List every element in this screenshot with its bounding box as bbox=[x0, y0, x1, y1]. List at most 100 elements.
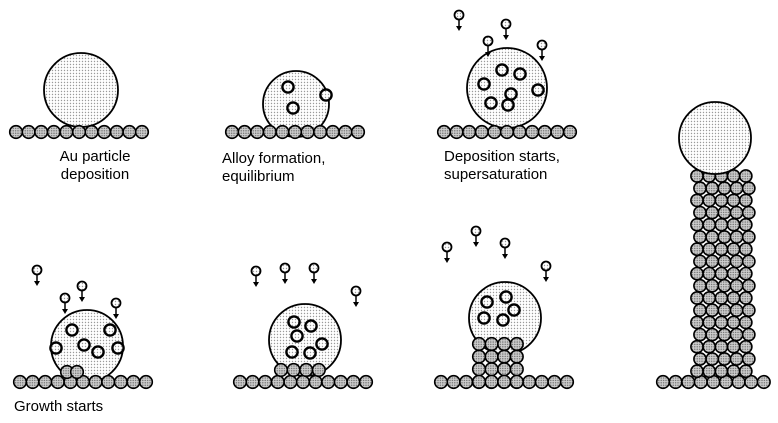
substrate-atom-icon bbox=[717, 303, 732, 318]
substrate-atom-icon bbox=[738, 315, 753, 330]
substrate-atom-icon bbox=[509, 349, 524, 364]
substrate-atom-icon bbox=[738, 364, 753, 379]
substrate-atom-icon bbox=[471, 336, 487, 352]
substrate-atom-icon bbox=[295, 374, 311, 390]
dissolved-atom-icon bbox=[507, 303, 521, 317]
substrate-atom-icon bbox=[283, 374, 298, 390]
substrate-atom-icon bbox=[729, 352, 744, 366]
substrate-atom-icon bbox=[71, 124, 87, 140]
substrate-atom-icon bbox=[693, 303, 707, 318]
substrate-atom-icon bbox=[459, 374, 474, 390]
precursor-molecule-icon bbox=[308, 262, 320, 284]
substrate-atom-icon bbox=[487, 124, 502, 140]
substrate-atom-icon bbox=[300, 124, 315, 140]
substrate-atom-icon bbox=[705, 230, 720, 244]
stage-1-caption-line-1: Au particle bbox=[59, 148, 131, 165]
substrate-atom-icon bbox=[726, 339, 741, 354]
substrate-atom-icon bbox=[738, 193, 753, 208]
substrate-atom-icon bbox=[714, 242, 729, 257]
dissolved-atom-icon bbox=[499, 290, 513, 304]
substrate-atom-icon bbox=[270, 374, 285, 390]
substrate-atom-icon bbox=[25, 374, 40, 390]
substrate-atom-icon bbox=[726, 193, 741, 208]
stage-2-caption-line-2: equilibrium bbox=[222, 168, 295, 185]
substrate-atom-icon bbox=[693, 278, 707, 293]
substrate-atom-icon bbox=[138, 374, 154, 390]
substrate-atom-icon bbox=[714, 315, 729, 330]
substrate-atom-icon bbox=[705, 205, 720, 220]
precursor-molecule-icon bbox=[536, 39, 548, 61]
substrate-atom-icon bbox=[741, 278, 756, 293]
substrate-atom-icon bbox=[338, 124, 353, 140]
substrate-atom-icon bbox=[512, 124, 527, 140]
substrate-atom-icon bbox=[8, 124, 24, 140]
substrate-atom-icon bbox=[717, 352, 732, 366]
substrate-atom-icon bbox=[705, 327, 720, 342]
substrate-atom-icon bbox=[702, 339, 717, 354]
substrate-atom-icon bbox=[741, 205, 756, 220]
dissolved-atom-icon bbox=[49, 341, 63, 355]
substrate-atom-icon bbox=[484, 349, 499, 364]
precursor-molecule-icon bbox=[59, 292, 71, 314]
substrate-atom-icon bbox=[702, 193, 717, 208]
dissolved-atom-icon bbox=[501, 98, 515, 112]
substrate-atom-icon bbox=[109, 124, 124, 140]
substrate-atom-icon bbox=[497, 349, 512, 364]
substrate-atom-icon bbox=[756, 374, 771, 390]
substrate-atom-icon bbox=[690, 364, 704, 379]
substrate-atom-icon bbox=[258, 374, 273, 390]
substrate-atom-icon bbox=[705, 181, 720, 196]
substrate-atom-icon bbox=[522, 374, 537, 390]
substrate-atom-icon bbox=[275, 124, 290, 140]
substrate-atom-icon bbox=[693, 181, 707, 196]
substrate-atom-icon bbox=[717, 205, 732, 220]
dissolved-atom-icon bbox=[480, 295, 494, 309]
substrate-atom-icon bbox=[273, 362, 289, 378]
substrate-atom-icon bbox=[126, 374, 141, 390]
substrate-atom-icon bbox=[729, 205, 744, 220]
substrate-atom-icon bbox=[738, 169, 753, 183]
dissolved-atom-icon bbox=[103, 323, 117, 337]
substrate-atom-icon bbox=[34, 124, 49, 140]
substrate-atom-icon bbox=[534, 374, 549, 390]
substrate-atom-icon bbox=[471, 374, 487, 389]
substrate-atom-icon bbox=[717, 327, 732, 342]
substrate-atom-icon bbox=[729, 278, 744, 293]
dissolved-atom-icon bbox=[304, 319, 318, 333]
substrate-atom-icon bbox=[12, 374, 28, 390]
dissolved-atom-icon bbox=[484, 96, 498, 110]
precursor-molecule-icon bbox=[350, 285, 362, 307]
substrate-atom-icon bbox=[717, 278, 732, 293]
dissolved-atom-icon bbox=[287, 315, 301, 329]
substrate-atom-icon bbox=[681, 374, 696, 390]
substrate-atom-icon bbox=[449, 124, 464, 140]
substrate-atom-icon bbox=[88, 374, 103, 390]
substrate-atom-icon bbox=[287, 124, 303, 140]
substrate-atom-icon bbox=[702, 266, 717, 281]
substrate-atom-icon bbox=[97, 124, 112, 140]
au-droplet-icon bbox=[678, 101, 752, 175]
precursor-molecule-icon bbox=[540, 260, 552, 282]
dissolved-atom-icon bbox=[319, 88, 333, 102]
dissolved-atom-icon bbox=[477, 77, 491, 91]
precursor-molecule-icon bbox=[453, 9, 465, 31]
substrate-atom-icon bbox=[113, 374, 128, 390]
substrate-atom-icon bbox=[509, 336, 524, 352]
substrate-atom-icon bbox=[232, 374, 248, 390]
substrate-atom-icon bbox=[46, 124, 61, 140]
substrate-atom-icon bbox=[321, 374, 336, 390]
substrate-atom-icon bbox=[237, 124, 252, 140]
substrate-atom-icon bbox=[668, 374, 683, 390]
substrate-atom-icon bbox=[726, 217, 741, 232]
substrate-atom-icon bbox=[311, 362, 326, 378]
substrate-atom-icon bbox=[38, 374, 53, 390]
dissolved-atom-icon bbox=[513, 67, 527, 81]
dissolved-atom-icon bbox=[290, 329, 304, 343]
substrate-atom-icon bbox=[702, 217, 717, 232]
substrate-atom-icon bbox=[50, 374, 65, 390]
substrate-atom-icon bbox=[245, 374, 260, 390]
substrate-atom-icon bbox=[101, 374, 116, 390]
substrate-atom-icon bbox=[537, 124, 552, 140]
substrate-atom-icon bbox=[346, 374, 361, 390]
substrate-atom-icon bbox=[729, 254, 744, 269]
